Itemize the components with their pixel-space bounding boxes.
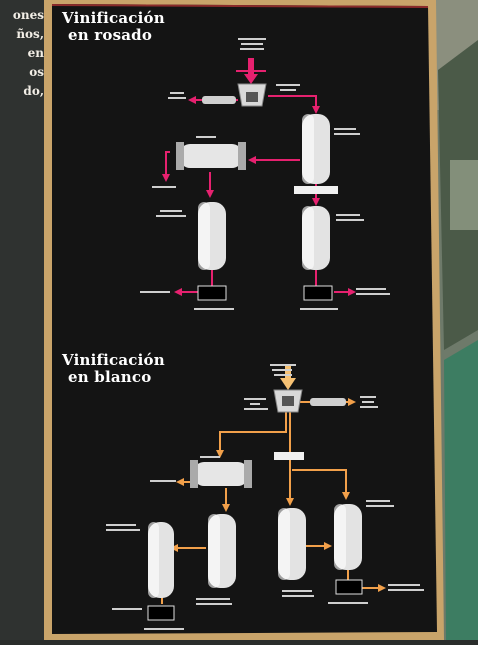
left-fragment: do,: [23, 84, 44, 98]
left-fragment: os: [29, 65, 44, 79]
poster-board: [52, 4, 437, 634]
left-fragment: en: [27, 46, 44, 60]
wall-left: [0, 0, 50, 640]
left-fragment: ños,: [16, 27, 44, 41]
title-blanco: Vinificación en blanco: [62, 352, 165, 386]
title-rosado-line2: en rosado: [68, 26, 153, 44]
left-panel-text: ones ños, en os do,: [0, 6, 44, 101]
wall-right-glass: [444, 340, 478, 640]
equipment-blanco: [147, 389, 363, 621]
title-rosado: Vinificación en rosado: [62, 10, 165, 44]
title-rosado-line1: Vinificación: [62, 9, 165, 27]
title-blanco-line2: en blanco: [68, 368, 152, 386]
blanco-micro-labels: [106, 364, 424, 630]
left-fragment: ones: [12, 8, 44, 22]
poster-top-border: [51, 4, 429, 8]
equipment-rosado: [176, 83, 338, 301]
rosado-micro-labels: [140, 38, 390, 310]
title-blanco-line1: Vinificación: [62, 351, 165, 369]
wall-right-light: [450, 160, 478, 230]
